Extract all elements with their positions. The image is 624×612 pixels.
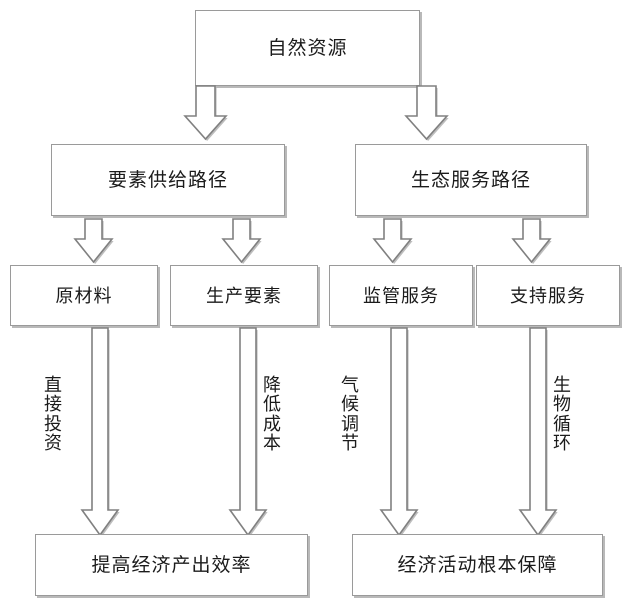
- node-natural-resources: 自然资源: [195, 10, 420, 86]
- node-raw-materials-label: 原材料: [55, 285, 113, 306]
- arrow-ecological-service-to-regulatory: [372, 218, 415, 267]
- node-regulatory-services: 监管服务: [329, 265, 473, 326]
- node-economic-output-efficiency: 提高经济产出效率: [35, 534, 308, 596]
- node-production-factors: 生产要素: [170, 265, 318, 326]
- node-production-factors-label: 生产要素: [206, 285, 282, 306]
- arrow-supporting-to-guarantee: [518, 327, 560, 540]
- edge-label-cost-reduction: 降低成本: [263, 375, 281, 454]
- edge-label-climate-regulation: 气候调节: [341, 375, 359, 454]
- arrow-factor-supply-to-production-factors: [221, 218, 264, 267]
- node-economic-activity-guarantee-label: 经济活动根本保障: [397, 554, 558, 576]
- node-regulatory-services-label: 监管服务: [363, 285, 439, 306]
- arrow-factor-supply-to-raw-materials: [73, 218, 116, 267]
- node-economic-output-efficiency-label: 提高经济产出效率: [91, 554, 252, 576]
- arrow-root-to-ecological-service: [404, 85, 450, 142]
- node-factor-supply-path-label: 要素供给路径: [107, 169, 228, 191]
- arrow-ecological-service-to-supporting: [511, 218, 554, 267]
- node-raw-materials: 原材料: [10, 265, 158, 326]
- node-economic-activity-guarantee: 经济活动根本保障: [352, 534, 603, 596]
- edge-label-biological-cycle: 生物循环: [553, 375, 571, 454]
- arrow-regulatory-to-guarantee: [379, 327, 421, 540]
- arrow-root-to-factor-supply: [183, 85, 229, 142]
- arrow-production-factors-to-efficiency: [228, 327, 270, 540]
- node-factor-supply-path: 要素供给路径: [51, 144, 285, 216]
- arrow-raw-materials-to-efficiency: [80, 327, 122, 540]
- node-natural-resources-label: 自然资源: [267, 37, 348, 59]
- node-ecological-service-path-label: 生态服务路径: [410, 169, 531, 191]
- node-supporting-services-label: 支持服务: [510, 285, 586, 306]
- node-ecological-service-path: 生态服务路径: [355, 144, 587, 216]
- node-supporting-services: 支持服务: [476, 265, 620, 326]
- edge-label-direct-investment: 直接投资: [44, 375, 62, 454]
